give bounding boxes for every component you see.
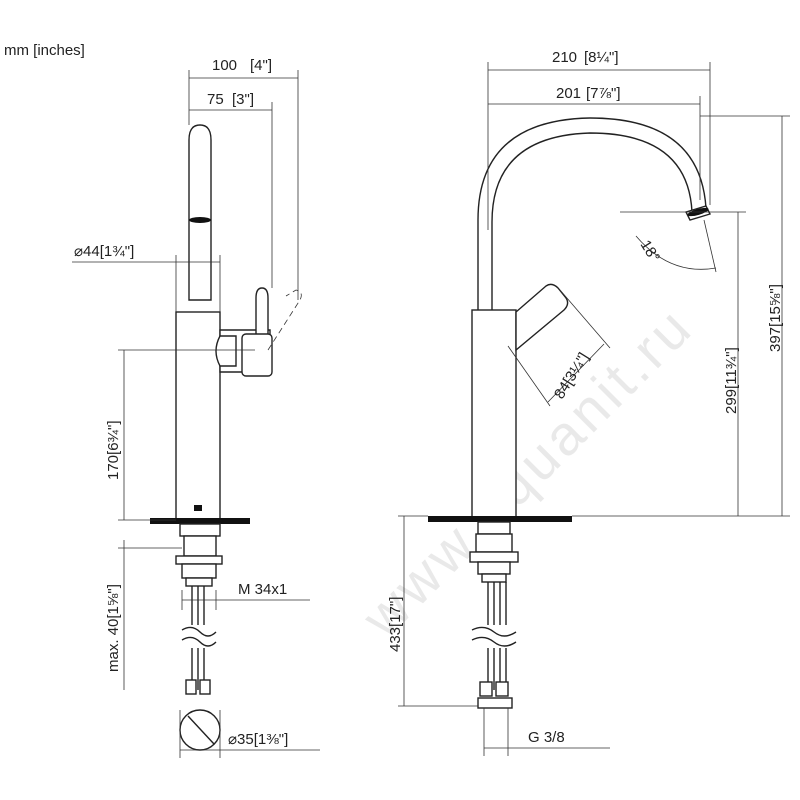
dim-width-201: 201	[556, 85, 581, 102]
watermark: www.aquanit.ru	[349, 294, 705, 650]
thread-label: M 34x1	[238, 581, 287, 598]
right-faucet-view: 210 [8¼"] 201 [7⅞"] 18° 84[3¼"] 299[11¾"…	[387, 49, 790, 756]
dim-width-201-in: [7⅞"]	[586, 85, 621, 102]
dim-diameter-35: ⌀35[1⅜"]	[228, 731, 288, 748]
dim-width-210-in: [8¼"]	[584, 49, 619, 66]
dim-height-397: 397[15⅝"]	[767, 284, 784, 352]
dim-height-299: 299[11¾"]	[723, 347, 740, 414]
connection-label: G 3/8	[528, 729, 565, 746]
dim-width-100: 100	[212, 57, 237, 74]
dim-width-210: 210	[552, 49, 577, 66]
dim-width-100-in: [4"]	[250, 57, 272, 74]
dim-diameter-44: ⌀44[1¾"]	[74, 243, 134, 260]
dim-height-170: 170[6¾"]	[105, 420, 122, 480]
dim-width-75-in: [3"]	[232, 91, 254, 108]
dim-width-75: 75	[207, 91, 224, 108]
dim-max-40: max. 40[1⅝"]	[105, 584, 122, 672]
left-faucet-view: 100 [4"] 75 [3"] ⌀44[1¾"] 170[6¾"] max. …	[72, 57, 320, 758]
units-label: mm [inches]	[4, 42, 85, 59]
dim-height-433: 433[17"]	[387, 597, 404, 652]
